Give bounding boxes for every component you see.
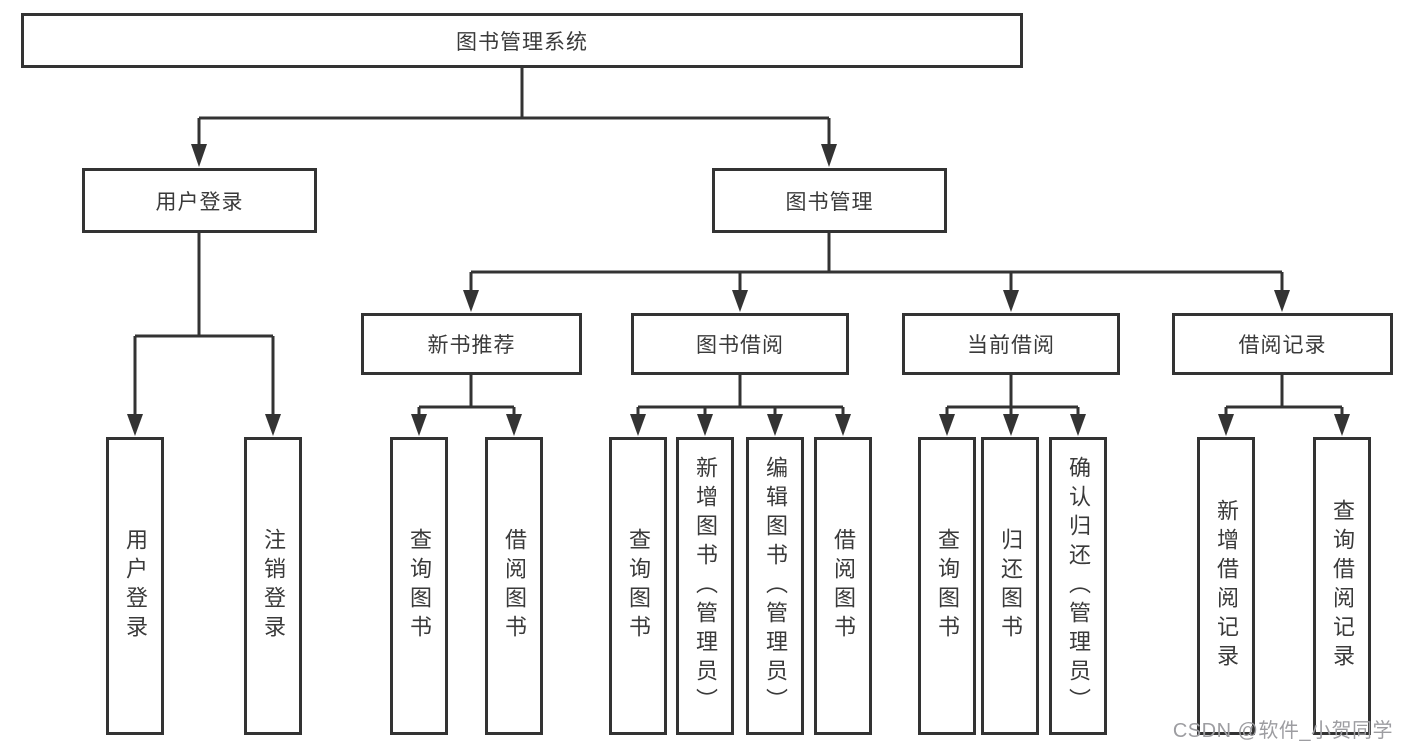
leaf-query-books-recommend: 查询图书	[390, 437, 448, 735]
leaf-add-book-admin: 新增图书（管理员）	[676, 437, 734, 735]
leaf-query-books-current: 查询图书	[918, 437, 976, 735]
leaf-query-books-borrowing: 查询图书	[609, 437, 667, 735]
leaf-add-borrow-record: 新增借阅记录	[1197, 437, 1255, 735]
node-book-management: 图书管理	[712, 168, 947, 233]
node-borrow-records: 借阅记录	[1172, 313, 1393, 375]
node-new-book-recommend: 新书推荐	[361, 313, 582, 375]
leaf-edit-book-admin: 编辑图书（管理员）	[746, 437, 804, 735]
node-library-management-system: 图书管理系统	[21, 13, 1023, 68]
leaf-return-book: 归还图书	[981, 437, 1039, 735]
leaf-logout: 注销登录	[244, 437, 302, 735]
leaf-confirm-return-admin: 确认归还（管理员）	[1049, 437, 1107, 735]
node-current-borrowing: 当前借阅	[902, 313, 1120, 375]
node-user-login: 用户登录	[82, 168, 317, 233]
node-book-borrowing: 图书借阅	[631, 313, 849, 375]
leaf-user-login: 用户登录	[106, 437, 164, 735]
leaf-query-borrow-record: 查询借阅记录	[1313, 437, 1371, 735]
csdn-watermark: CSDN @软件_小贺同学	[1172, 720, 1393, 742]
arrowheads	[127, 144, 1350, 436]
leaf-borrow-books-recommend: 借阅图书	[485, 437, 543, 735]
leaf-borrow-books: 借阅图书	[814, 437, 872, 735]
